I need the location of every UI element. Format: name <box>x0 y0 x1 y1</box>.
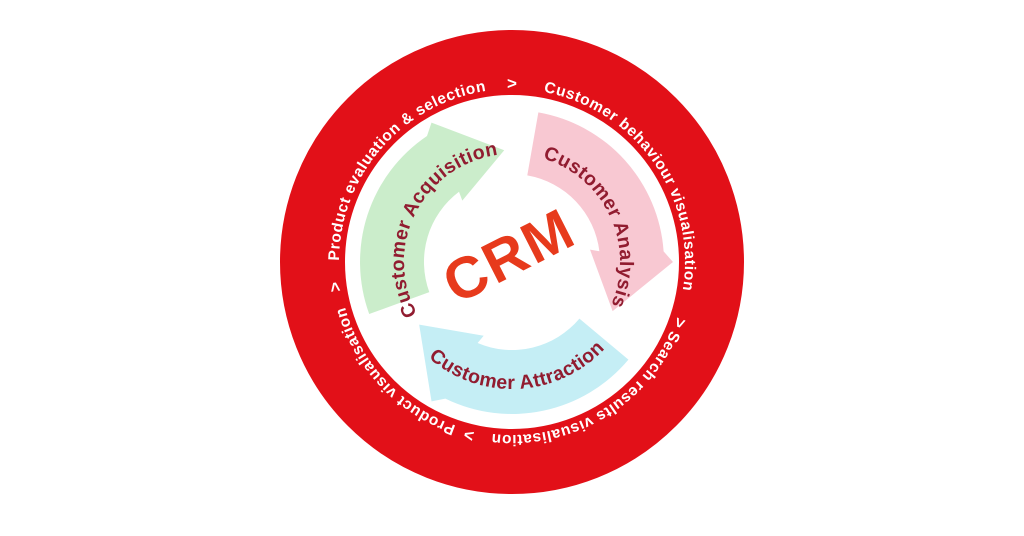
outer-ring <box>280 30 744 494</box>
ring-separator-left-icon: > <box>325 281 345 294</box>
ring-separator-bottom-icon: > <box>462 425 476 446</box>
crm-title: CRM <box>433 196 586 317</box>
ring-separator-top-icon: > <box>507 74 517 93</box>
